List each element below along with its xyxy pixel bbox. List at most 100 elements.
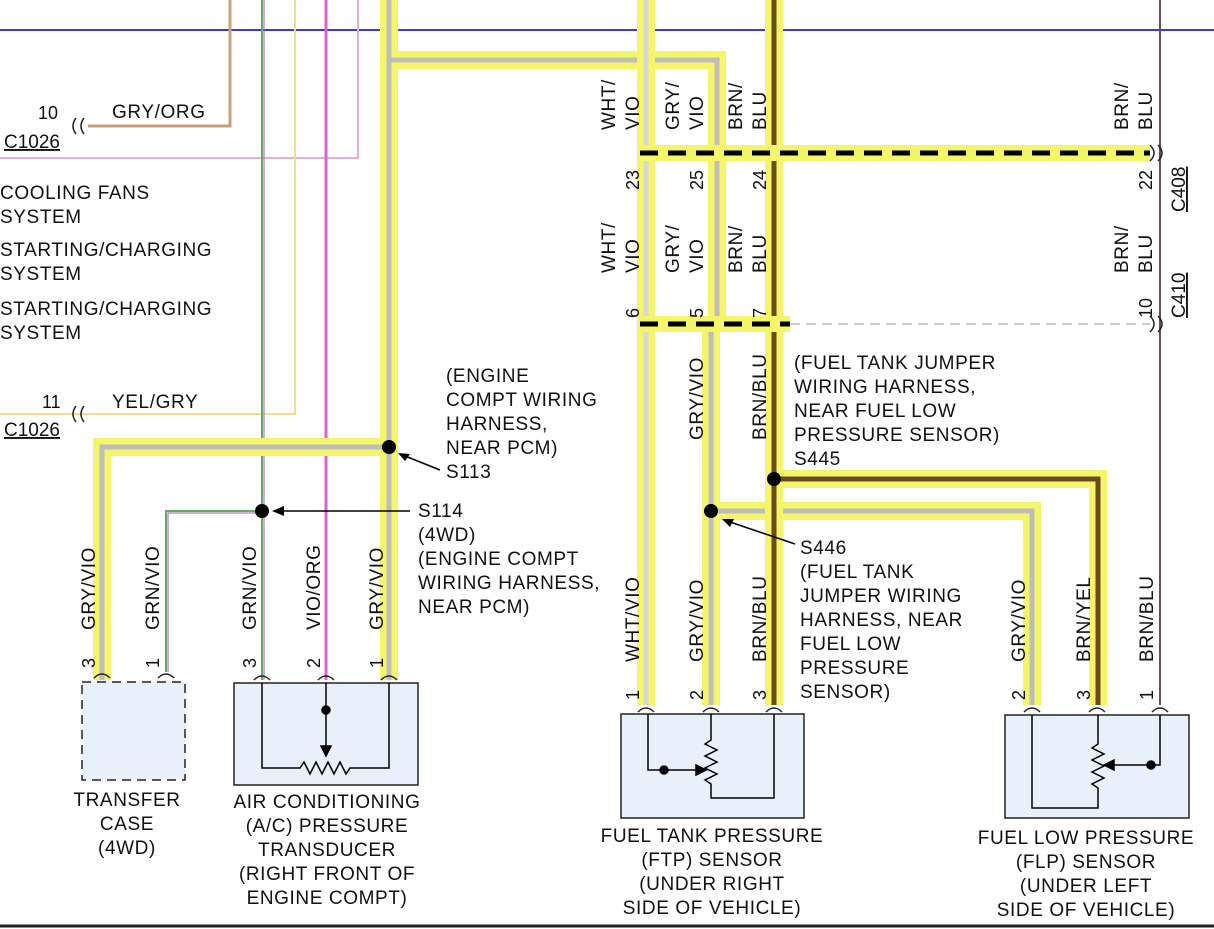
ac-name-l5: ENGINE COMPT) <box>247 888 408 909</box>
c1026-top-wire-label: GRY/ORG <box>112 102 206 123</box>
c410-pin-4: 10 <box>1136 298 1156 318</box>
flp-name-l2: (FLP) SENSOR <box>1016 852 1156 873</box>
transfer-case-wire-1: GRY/VIO <box>79 547 100 630</box>
s446-desc-l2: JUMPER WIRING <box>800 586 962 607</box>
ftp-connector-icon <box>637 707 783 713</box>
ac-potentiometer-symbol <box>261 683 390 776</box>
s114-desc-l1: (4WD) <box>418 525 476 546</box>
wire-pink-upper <box>0 0 359 159</box>
s114-id: S114 <box>418 501 463 522</box>
ac-wire-3: GRY/VIO <box>367 547 388 630</box>
c408-wire2-l2: VIO <box>687 95 708 130</box>
ac-pin-a: 3 <box>240 658 260 668</box>
transfer-case-name-l1: TRANSFER <box>73 790 180 811</box>
splice-s114-dot <box>255 504 269 518</box>
ftp-wire-1: WHT/VIO <box>623 577 644 662</box>
c1026-bottom-ref: C1026 <box>4 420 60 441</box>
c410-wire1-l1: WHT/ <box>599 222 620 273</box>
transfer-case-wire-2: GRN/VIO <box>143 546 164 630</box>
ac-connector-icon <box>253 675 398 681</box>
ac-wire-1: GRN/VIO <box>240 546 261 630</box>
c410-pin-2: 5 <box>687 308 707 318</box>
c408-wire1-l1: WHT/ <box>599 79 620 130</box>
c410-wire2-l2: VIO <box>687 238 708 273</box>
c408-pin-2: 25 <box>687 170 707 190</box>
s113-id: S113 <box>446 462 491 483</box>
transfer-case-name-l3: (4WD) <box>98 838 156 859</box>
ftp-name-l3: (UNDER RIGHT <box>639 874 784 895</box>
c410-pin-1: 6 <box>623 308 643 318</box>
s445-desc-l4: PRESSURE SENSOR) <box>794 425 1000 446</box>
transfer-case-name-l2: CASE <box>100 814 154 835</box>
c410-wire4-l1: BRN/ <box>1112 225 1133 273</box>
s114-desc-l4: NEAR PCM) <box>418 597 530 618</box>
transfer-case-box <box>81 681 186 781</box>
c410-wire4-l2: BLU <box>1136 234 1157 273</box>
transfer-case-pin-b: 1 <box>143 658 163 668</box>
ftp-name-l1: FUEL TANK PRESSURE <box>601 826 824 847</box>
flp-sensor-box <box>1004 714 1190 819</box>
mid-wire-brn-blu: BRN/BLU <box>750 353 771 440</box>
s114-desc-l2: (ENGINE COMPT <box>418 549 579 570</box>
s114-desc-l3: WIRING HARNESS, <box>418 573 600 594</box>
c408-pin-3: 24 <box>750 170 770 190</box>
flp-pin-2: 3 <box>1074 690 1094 700</box>
ref-starting-charging-1-l1: STARTING/CHARGING <box>0 240 212 261</box>
c408-wire2-l1: GRY/ <box>663 81 684 130</box>
c410-wire3-l1: BRN/ <box>726 225 747 273</box>
flp-wire-1: GRY/VIO <box>1009 579 1030 662</box>
flp-potentiometer-symbol <box>1031 715 1161 809</box>
ref-cooling-fans-l1: COOLING FANS <box>0 183 150 204</box>
s446-desc-l4: FUEL LOW <box>800 634 901 655</box>
s446-id: S446 <box>800 538 847 559</box>
s113-desc-l3: HARNESS, <box>446 414 548 435</box>
c408-c410-right-connector-icons <box>1149 144 1163 333</box>
c410-wire3-l2: BLU <box>750 234 771 273</box>
s446-desc-l6: SENSOR) <box>800 682 891 703</box>
s446-leader <box>723 519 796 545</box>
c408-wire4-l1: BRN/ <box>1112 82 1133 130</box>
wire-yel-gry <box>0 0 296 415</box>
c1026-bottom-pin: 11 <box>42 392 61 412</box>
ftp-pin-3: 3 <box>750 690 770 700</box>
c410-wire2-l1: GRY/ <box>663 224 684 273</box>
splice-s446-dot <box>704 504 718 518</box>
ac-name-l3: TRANSDUCER <box>258 840 396 861</box>
ftp-wire-3: BRN/BLU <box>750 575 771 662</box>
ref-starting-charging-2-l1: STARTING/CHARGING <box>0 299 212 320</box>
ref-starting-charging-2-l2: SYSTEM <box>0 323 82 344</box>
c408-wire4-l2: BLU <box>1136 91 1157 130</box>
transfer-case-pin-a: 3 <box>79 658 99 668</box>
c408-ref: C408 <box>1169 167 1190 212</box>
ac-name-l2: (A/C) PRESSURE <box>246 816 409 837</box>
transfer-case-connector-icon <box>93 673 175 679</box>
flp-wire-3: BRN/BLU <box>1137 575 1158 662</box>
ref-starting-charging-1-l2: SYSTEM <box>0 264 82 285</box>
splice-s445-dot <box>767 472 781 486</box>
ftp-name-l2: (FTP) SENSOR <box>641 850 782 871</box>
s446-desc-l1: (FUEL TANK <box>800 562 914 583</box>
flp-pin-1: 2 <box>1009 690 1029 700</box>
s445-id: S445 <box>794 449 841 470</box>
ftp-potentiometer-symbol <box>647 714 775 799</box>
c1026-top-ref: C1026 <box>4 132 60 153</box>
ac-pin-c: 1 <box>367 658 387 668</box>
wire-brn-blu <box>765 0 1107 705</box>
flp-name-l4: SIDE OF VEHICLE) <box>997 900 1176 921</box>
s113-desc-l2: COMPT WIRING <box>446 390 597 411</box>
c408-wire3-l1: BRN/ <box>726 82 747 130</box>
c408-pin-4: 22 <box>1136 170 1156 190</box>
ref-cooling-fans-l2: SYSTEM <box>0 207 82 228</box>
c410-wire1-l2: VIO <box>623 238 644 273</box>
s113-desc-l1: (ENGINE <box>446 366 529 387</box>
c1026-pin11-connector-icon <box>72 405 85 423</box>
wire-grn-vio-branch <box>165 510 262 672</box>
c410-ref: C410 <box>1169 273 1190 318</box>
s445-desc-l3: NEAR FUEL LOW <box>794 401 956 422</box>
s445-desc-l1: (FUEL TANK JUMPER <box>794 353 996 374</box>
flp-name-l1: FUEL LOW PRESSURE <box>978 828 1194 849</box>
s446-desc-l3: HARNESS, NEAR <box>800 610 963 631</box>
ftp-pin-1: 1 <box>623 690 643 700</box>
